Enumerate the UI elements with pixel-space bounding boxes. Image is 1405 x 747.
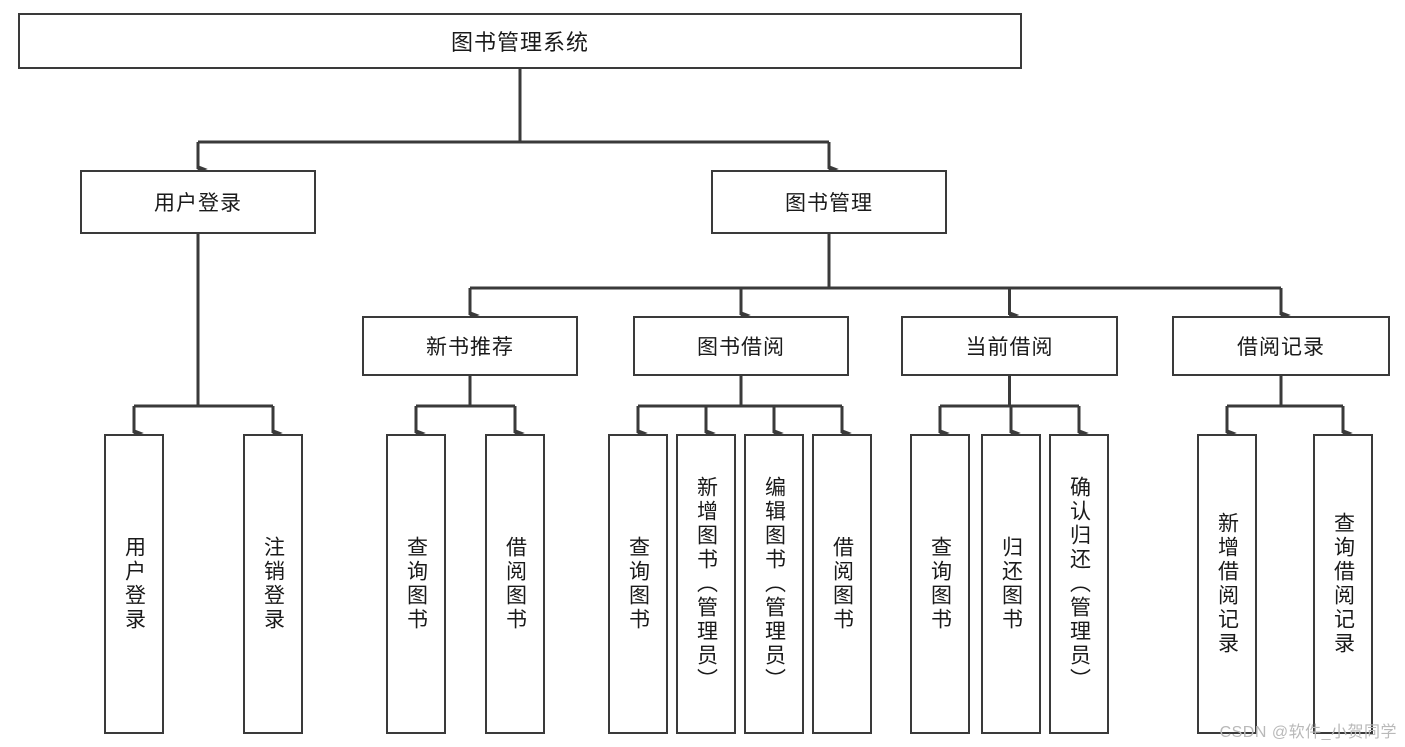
node-new-book-rec[interactable]: 新书推荐: [362, 316, 578, 376]
node-borrow-record[interactable]: 借阅记录: [1172, 316, 1390, 376]
node-leaf-bb-query[interactable]: 查询图书: [608, 434, 668, 734]
node-leaf-rec-query[interactable]: 查询图书: [386, 434, 446, 734]
node-label-leaf-bb-borrow: 借阅图书: [830, 536, 854, 632]
node-user-login[interactable]: 用户登录: [80, 170, 316, 234]
node-label-leaf-bb-add: 新增图书（管理员）: [694, 476, 718, 692]
node-leaf-bb-edit[interactable]: 编辑图书（管理员）: [744, 434, 804, 734]
node-label-leaf-bb-query: 查询图书: [626, 536, 650, 632]
node-label-user-login: 用户登录: [154, 192, 242, 215]
node-label-current-borrow: 当前借阅: [965, 336, 1054, 359]
node-label-leaf-br-query: 查询借阅记录: [1331, 512, 1355, 656]
node-label-leaf-cb-confirm: 确认归还（管理员）: [1067, 476, 1091, 692]
node-book-borrow[interactable]: 图书借阅: [633, 316, 849, 376]
node-label-book-borrow: 图书借阅: [697, 336, 785, 359]
node-leaf-user-login[interactable]: 用户登录: [104, 434, 164, 734]
node-label-leaf-br-add: 新增借阅记录: [1215, 512, 1239, 656]
node-leaf-rec-borrow[interactable]: 借阅图书: [485, 434, 545, 734]
node-leaf-br-query[interactable]: 查询借阅记录: [1313, 434, 1373, 734]
node-leaf-cb-query[interactable]: 查询图书: [910, 434, 970, 734]
watermark-text: CSDN @软件_小贺同学: [1219, 724, 1397, 741]
node-label-leaf-rec-query: 查询图书: [404, 536, 428, 632]
node-leaf-user-logout[interactable]: 注销登录: [243, 434, 303, 734]
node-leaf-cb-confirm[interactable]: 确认归还（管理员）: [1049, 434, 1109, 734]
node-label-leaf-cb-query: 查询图书: [928, 536, 952, 632]
node-root[interactable]: 图书管理系统: [18, 13, 1022, 69]
node-label-leaf-rec-borrow: 借阅图书: [503, 536, 527, 632]
node-label-book-manage: 图书管理: [785, 192, 873, 215]
node-book-manage[interactable]: 图书管理: [711, 170, 947, 234]
node-label-borrow-record: 借阅记录: [1237, 336, 1325, 359]
node-label-leaf-user-login: 用户登录: [122, 536, 146, 632]
node-label-new-book-rec: 新书推荐: [426, 336, 514, 359]
node-leaf-br-add[interactable]: 新增借阅记录: [1197, 434, 1257, 734]
node-leaf-cb-return[interactable]: 归还图书: [981, 434, 1041, 734]
node-current-borrow[interactable]: 当前借阅: [901, 316, 1118, 376]
node-label-leaf-bb-edit: 编辑图书（管理员）: [762, 476, 786, 692]
node-label-leaf-cb-return: 归还图书: [999, 536, 1023, 632]
node-label-leaf-user-logout: 注销登录: [261, 536, 285, 632]
node-leaf-bb-add[interactable]: 新增图书（管理员）: [676, 434, 736, 734]
node-label-root: 图书管理系统: [450, 30, 589, 55]
node-leaf-bb-borrow[interactable]: 借阅图书: [812, 434, 872, 734]
